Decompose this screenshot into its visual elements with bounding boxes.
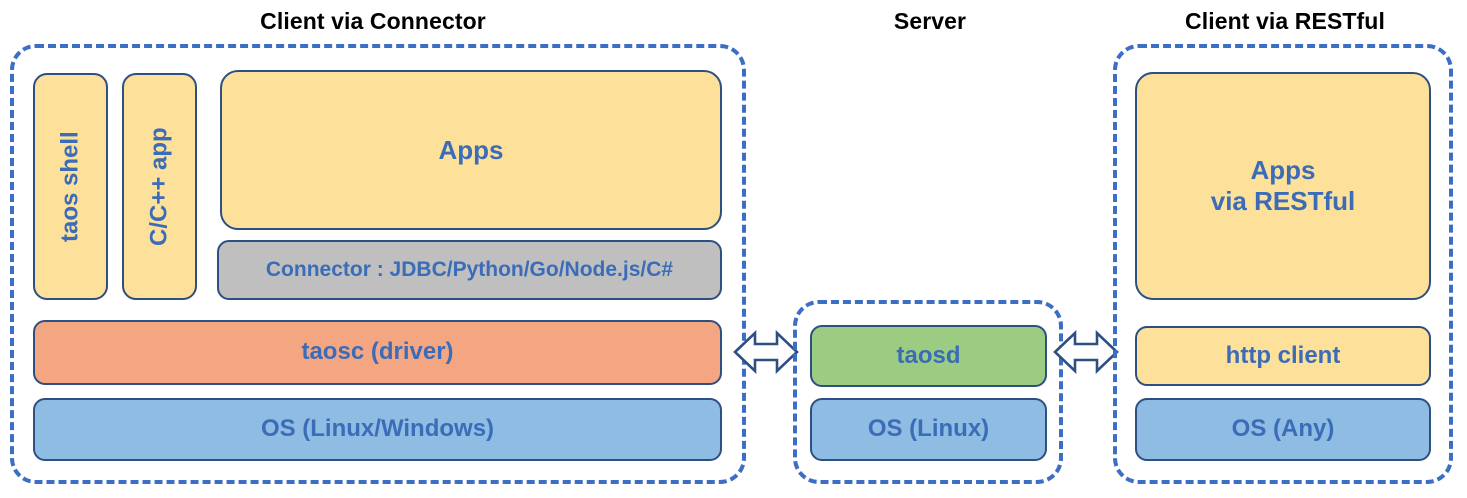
box-os-any[interactable]: OS (Any) [1135, 398, 1431, 461]
box-apps-via-restful-line1: Apps [1250, 155, 1316, 186]
section-title-client-connector: Client via Connector [260, 8, 486, 34]
box-c-cpp-app[interactable]: C/C++ app [122, 73, 197, 300]
group-server [793, 300, 1063, 484]
section-title-client-restful: Client via RESTful [1185, 8, 1385, 34]
double-headed-arrow-icon-server-restful [1053, 326, 1119, 378]
double-headed-arrow-icon-client-server [733, 326, 799, 378]
group-client-connector [10, 44, 746, 484]
box-taosc-driver[interactable]: taosc (driver) [33, 320, 722, 385]
box-connector[interactable]: Connector : JDBC/Python/Go/Node.js/C# [217, 240, 722, 300]
box-taos-shell[interactable]: taos shell [33, 73, 108, 300]
box-http-client[interactable]: http client [1135, 326, 1431, 386]
box-apps[interactable]: Apps [220, 70, 722, 230]
group-client-restful [1113, 44, 1453, 484]
box-os-linux[interactable]: OS (Linux) [810, 398, 1047, 461]
box-apps-via-restful[interactable]: Apps via RESTful [1135, 72, 1431, 300]
box-taosd[interactable]: taosd [810, 325, 1047, 387]
section-title-server: Server [893, 8, 967, 34]
box-os-linux-windows[interactable]: OS (Linux/Windows) [33, 398, 722, 461]
box-apps-via-restful-line2: via RESTful [1210, 186, 1356, 216]
